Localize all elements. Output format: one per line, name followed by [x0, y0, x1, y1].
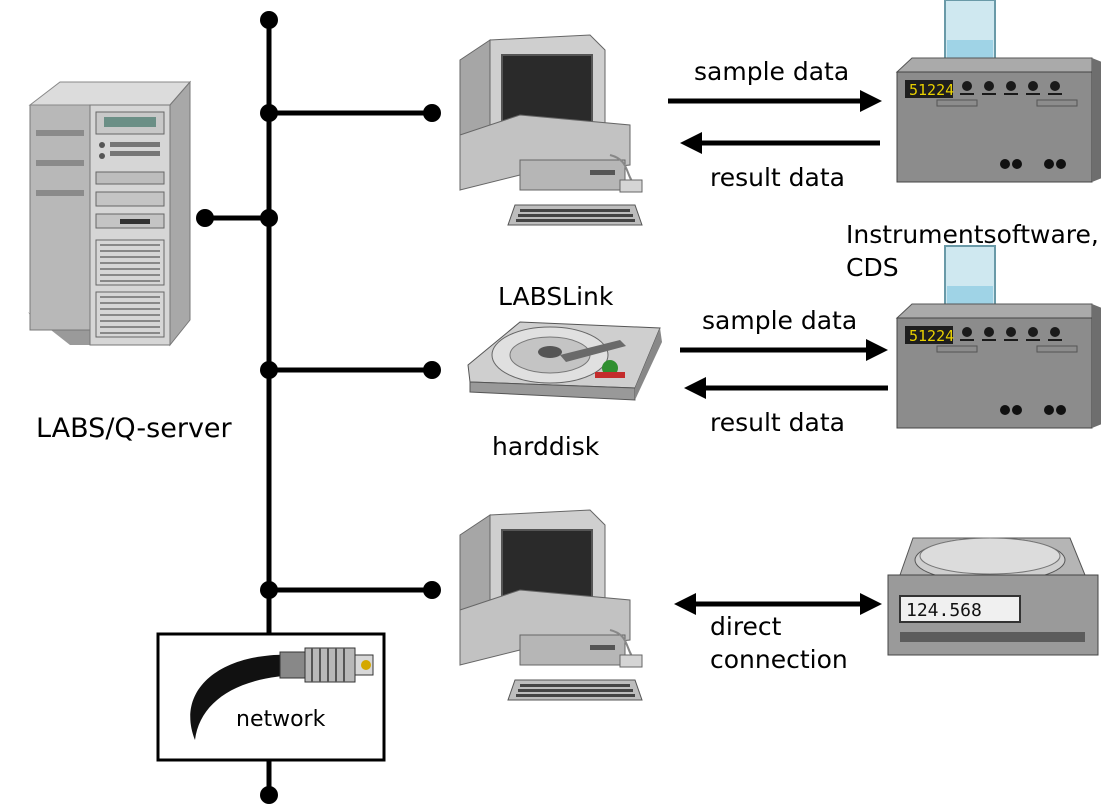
data-flow-row-1: [668, 90, 882, 154]
direct-connection-arrow-right: [860, 593, 882, 615]
connection-label: connection: [710, 645, 848, 674]
instrument-display-1: [905, 80, 953, 98]
direct-label: direct: [710, 612, 782, 641]
sample-data-arrow-1: [860, 90, 882, 112]
backbone-top-node: [260, 11, 278, 29]
harddisk-connection-node: [423, 361, 441, 379]
result-data-label-1: result data: [710, 163, 845, 192]
pc-workstation-1: [459, 34, 643, 226]
backbone-bottom-node: [260, 786, 278, 804]
server-label: LABS/Q-server: [36, 413, 233, 444]
result-data-arrow-2: [684, 377, 706, 399]
server-connection-node: [196, 209, 214, 227]
svg-text:124.568: 124.568: [906, 600, 982, 621]
mouse-icon-2: [619, 654, 643, 668]
sample-data-arrow-2: [866, 339, 888, 361]
svg-text:51224: 51224: [909, 327, 954, 345]
instrument-display-2: [905, 326, 953, 344]
harddisk-icon: [467, 321, 662, 401]
pc1-connection-node: [423, 104, 441, 122]
instrument-1: 51224: [895, 0, 1101, 183]
result-data-arrow-1: [680, 132, 702, 154]
network-label: network: [236, 707, 326, 732]
sample-data-label-2: sample data: [702, 306, 857, 335]
result-data-label-2: result data: [710, 408, 845, 437]
data-flow-row-2: [680, 339, 888, 399]
sample-data-label-1: sample data: [694, 57, 849, 86]
data-flow-row-3: [674, 593, 882, 615]
instrument-software-label: Instrumentsoftware,: [846, 220, 1099, 249]
balance-scale: 124.568: [887, 537, 1099, 656]
labslink-label: LABSLink: [498, 282, 614, 311]
server-lcd-icon: [104, 117, 156, 127]
svg-text:51224: 51224: [909, 81, 954, 99]
balance-display: [899, 595, 1021, 623]
network-box: [156, 632, 386, 762]
server-tower: [28, 80, 192, 347]
instrument-2: 51224: [895, 245, 1101, 429]
pc-workstation-2: [459, 509, 643, 701]
direct-connection-arrow-left: [674, 593, 696, 615]
cds-label: CDS: [846, 253, 899, 282]
network-cable-icon: [190, 654, 305, 740]
harddisk-label: harddisk: [492, 432, 600, 461]
pc2-connection-node: [423, 581, 441, 599]
mouse-icon: [619, 179, 643, 193]
